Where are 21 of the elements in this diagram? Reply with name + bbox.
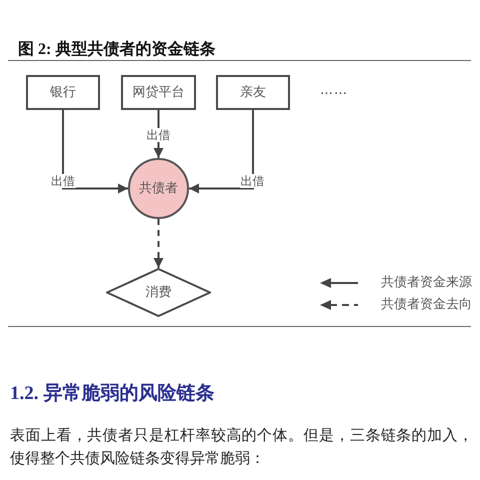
process-box [26, 75, 100, 110]
legend-label: 共债者资金去向 [381, 296, 472, 314]
edge-label: 出借 [146, 128, 172, 142]
body-paragraph: 表面上看，共债者只是杠杆率较高的个体。但是，三条链条的加入，使得整个共债风险链条变得异常脆弱： [10, 426, 473, 469]
dashed-arrow [154, 219, 164, 268]
node-label: 共债者 [139, 180, 178, 196]
node-label: 亲友 [240, 84, 266, 100]
ellipsis-text: …… [320, 82, 348, 100]
node-label: 消费 [146, 284, 172, 300]
node-label: 网贷平台 [132, 84, 184, 100]
arrow [189, 110, 254, 194]
section-heading: 1.2. 异常脆弱的风险链条 [10, 382, 214, 406]
arrow [62, 110, 128, 194]
node-label: 银行 [50, 84, 76, 100]
legend-label: 共债者资金来源 [381, 274, 472, 292]
process-box [121, 75, 196, 110]
edge-label: 出借 [50, 174, 76, 188]
edge-label: 出借 [240, 174, 266, 188]
figure-title: 图 2: 典型共债者的资金链条 [18, 40, 216, 60]
process-box [216, 75, 290, 110]
diamond-node [106, 268, 211, 317]
